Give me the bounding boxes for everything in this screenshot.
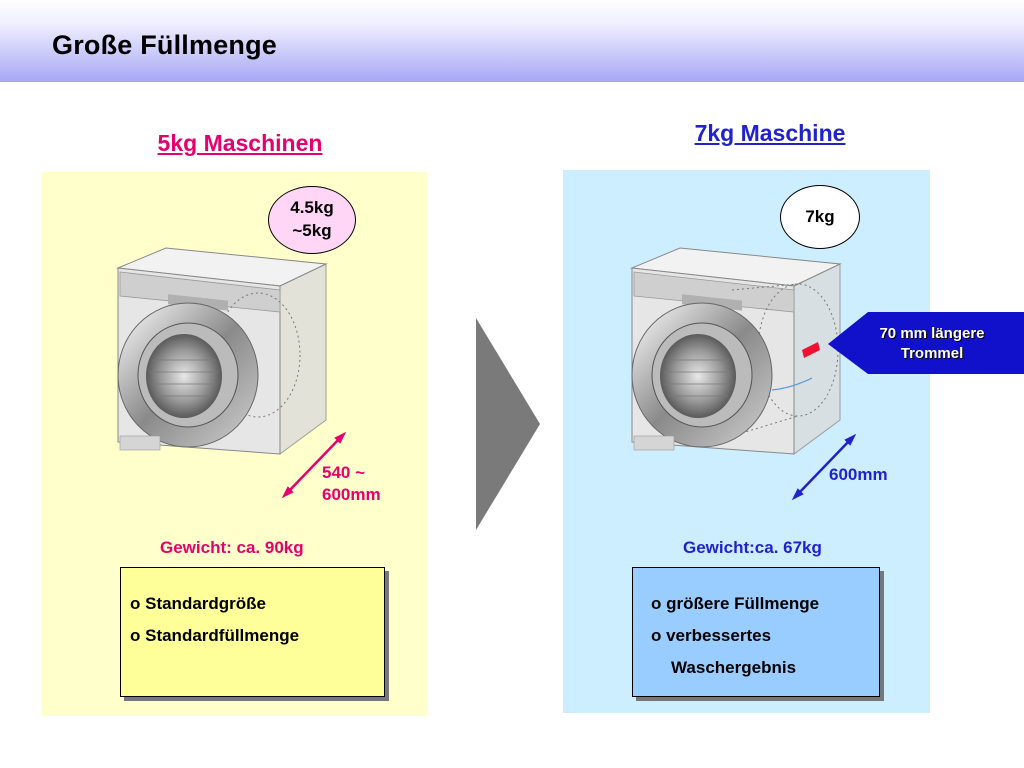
feature-right-1: o größere Füllmenge (651, 594, 820, 613)
capacity-bubble-5kg: 4.5kg ~5kg (268, 186, 356, 254)
dimension-arrow-left-icon (281, 431, 347, 499)
washing-machine-5kg-image (116, 247, 328, 455)
features-box-left (120, 567, 385, 697)
features-box-right (632, 567, 880, 697)
feature-right-3: Waschergebnis (671, 658, 797, 677)
dimension-left-line2: 600mm (322, 485, 381, 505)
weight-label-right: Gewicht:ca. 67kg (683, 538, 822, 557)
capacity-bubble-7kg: 7kg (780, 185, 860, 249)
dimension-label-left: 540 ~ 600mm (322, 462, 381, 506)
feature-left-2: o Standardfüllmenge (130, 626, 300, 645)
callout-arrow-shape (828, 312, 1024, 374)
capacity-5kg-line2: ~5kg (292, 221, 332, 240)
slide-title: Große Füllmenge (52, 30, 278, 60)
dimension-arrow-right-icon (791, 433, 857, 501)
weight-label-left: Gewicht: ca. 90kg (160, 538, 304, 557)
dimension-left-line1: 540 ~ (322, 463, 366, 482)
title-bar: Große Füllmenge (0, 0, 1024, 82)
feature-left-1: o Standardgröße (130, 594, 267, 613)
transition-arrow-icon (476, 318, 540, 530)
callout-line1: 70 mm längere (879, 325, 985, 342)
capacity-7kg-text: 7kg (805, 206, 835, 226)
feature-right-2: o verbessertes (651, 626, 772, 645)
dimension-label-right: 600mm (829, 465, 888, 484)
capacity-5kg-line1: 4.5kg (290, 198, 334, 218)
callout-line2: Trommel (900, 344, 964, 362)
washing-machine-7kg-image (630, 247, 842, 455)
right-column-title: 7kg Maschine (694, 120, 846, 146)
left-column-title: 5kg Maschinen (157, 130, 323, 156)
callout-text: 70 mm längere Trommel (868, 324, 996, 363)
